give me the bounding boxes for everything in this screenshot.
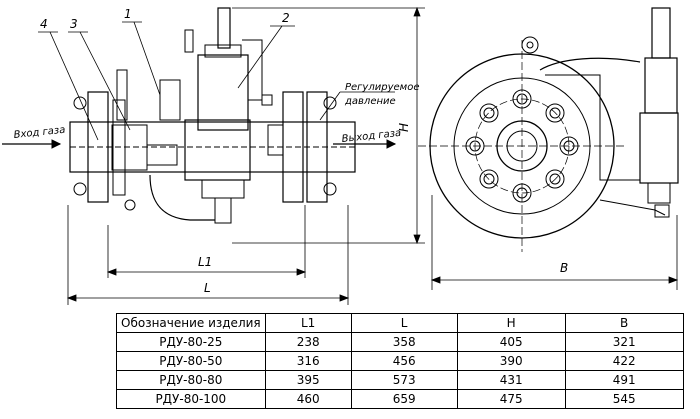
callout-2: 2	[282, 11, 290, 25]
table-row: РДУ-80-100 460 659 475 545	[116, 389, 684, 409]
regulated-pressure-label-1: Регулируемое	[345, 82, 419, 93]
cell-L: 573	[350, 370, 458, 390]
inlet-label: Вход газа	[13, 125, 66, 141]
dimension-B	[430, 195, 679, 290]
cell-designation: РДУ-80-80	[116, 370, 266, 390]
callouts	[38, 21, 295, 141]
header-L1: L1	[264, 313, 352, 333]
header-designation: Обозначение изделия	[116, 313, 266, 333]
cell-L1: 395	[264, 370, 352, 390]
dim-H-label: H	[397, 123, 411, 132]
table-row: РДУ-80-25 238 358 405 321	[116, 332, 684, 352]
side-view	[69, 7, 356, 224]
cell-L1: 238	[264, 332, 352, 352]
cell-L1: 316	[264, 351, 352, 371]
cell-L: 358	[350, 332, 458, 352]
dimensions-table: Обозначение изделия L1 L H B РДУ-80-25 2…	[116, 313, 684, 409]
cell-L: 456	[350, 351, 458, 371]
cell-L1: 460	[264, 389, 352, 409]
cell-designation: РДУ-80-25	[116, 332, 266, 352]
callout-3: 3	[70, 17, 78, 31]
cell-H: 405	[456, 332, 566, 352]
dimension-L	[66, 205, 350, 305]
regulated-pressure-label-2: давление	[344, 96, 396, 107]
callout-1: 1	[124, 7, 132, 21]
header-H: H	[456, 313, 566, 333]
table-row: РДУ-80-50 316 456 390 422	[116, 351, 684, 371]
dim-L-label: L	[204, 281, 211, 295]
cell-H: 431	[456, 370, 566, 390]
technical-drawing: Вход газа Выход газа Регулируемое давлен…	[2, 6, 679, 305]
flow-arrows	[2, 139, 397, 149]
cell-H: 390	[456, 351, 566, 371]
flange-bolts	[465, 89, 579, 203]
dimension-H	[232, 6, 425, 245]
table-header-row: Обозначение изделия L1 L H B	[116, 313, 684, 333]
cell-designation: РДУ-80-50	[116, 351, 266, 371]
dimension-L1	[106, 205, 307, 278]
front-view	[418, 7, 679, 252]
header-L: L	[350, 313, 458, 333]
cell-designation: РДУ-80-100	[116, 389, 266, 409]
dim-B-label: B	[560, 261, 568, 275]
cell-B: 422	[564, 351, 684, 371]
header-B: B	[564, 313, 684, 333]
table-row: РДУ-80-80 395 573 431 491	[116, 370, 684, 390]
cell-L: 659	[350, 389, 458, 409]
dim-L1-label: L1	[198, 255, 212, 269]
cell-B: 321	[564, 332, 684, 352]
callout-4: 4	[40, 17, 48, 31]
cell-B: 491	[564, 370, 684, 390]
cell-B: 545	[564, 389, 684, 409]
cell-H: 475	[456, 389, 566, 409]
